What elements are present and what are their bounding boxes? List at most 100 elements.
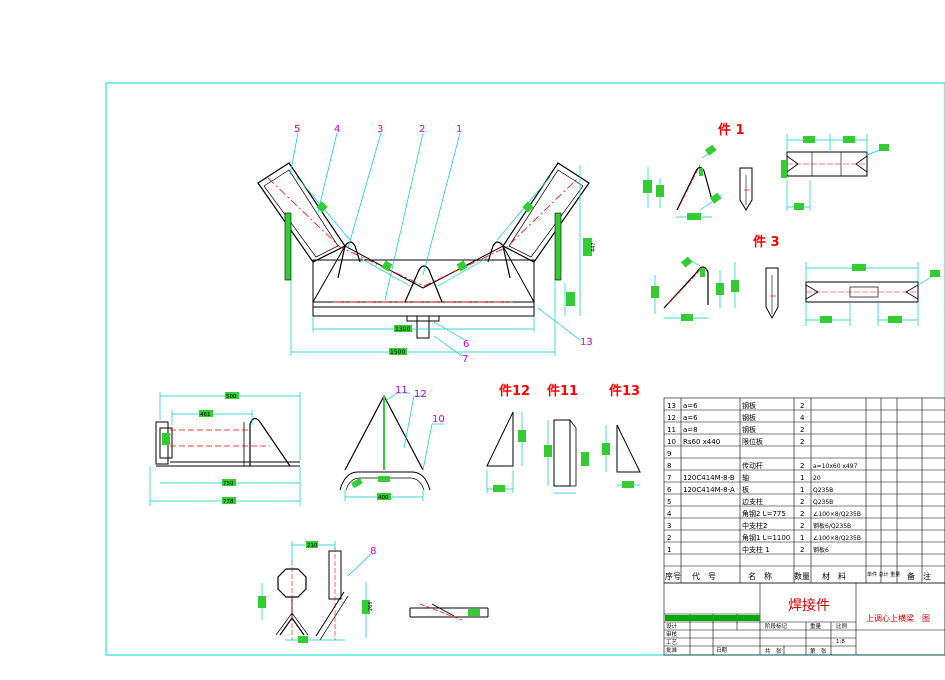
assembly-name: 上调心上横梁 图 <box>866 613 930 623</box>
bom-cell-no: 13 <box>667 402 676 410</box>
balloon-8: 8 <box>370 546 376 557</box>
bom-cell-qty: 2 <box>800 498 804 506</box>
label-jian3: 件 3 <box>753 234 780 250</box>
right-wing-outer <box>502 162 590 263</box>
bom-cell-qty: 1 <box>800 534 804 542</box>
plates-12-11-13 <box>486 411 641 494</box>
bom-cell-no: 7 <box>667 474 671 482</box>
dim-main-2: 1500 <box>390 349 405 356</box>
dim-side-top: 500 <box>226 394 237 400</box>
tb-sheet-no: 第 张 <box>810 647 827 655</box>
part1-views <box>643 134 891 220</box>
label-jian1: 件 1 <box>718 122 745 138</box>
middle-view: 400 11 12 10 <box>339 385 445 501</box>
bom-h-name: 名 称 <box>748 571 772 581</box>
part3-views <box>651 256 940 326</box>
bom-cell-qty: 2 <box>800 522 804 530</box>
bom-cell-no: 10 <box>667 438 676 446</box>
roller-bracket-view: 210 265 8 <box>258 541 376 643</box>
balloon-2: 2 <box>419 124 425 135</box>
bom-cell-qty: 2 <box>800 510 804 518</box>
bom-cell-code: a=6 <box>683 402 698 410</box>
left-post <box>284 212 292 281</box>
roller-octagon <box>277 568 307 598</box>
bom-h-qty: 数量 <box>794 571 810 581</box>
tb-design: 设计 <box>666 622 678 630</box>
main-assembly-view: 1300 1500 447 5 4 3 2 1 6 7 <box>257 124 597 365</box>
bom-cell-qty: 2 <box>800 546 804 554</box>
bom-cell-name: 轴 <box>742 473 749 482</box>
balloon-11: 11 <box>395 385 408 396</box>
bom-cell-qty: 2 <box>800 402 804 410</box>
balloon-7: 7 <box>462 354 468 365</box>
bom-h-note: 备 注 <box>907 571 931 581</box>
label-jian13: 件13 <box>609 383 640 399</box>
bom-cell-name: 传动杆 <box>742 461 763 470</box>
bom-cell-no: 11 <box>667 426 676 434</box>
dim-side-b2: 778 <box>223 499 234 505</box>
bom-cell-material: a=10x60 x497 <box>813 463 858 470</box>
tb-stage: 阶段标记 <box>765 622 788 630</box>
balloon-4: 4 <box>334 124 340 135</box>
bom-cell-material: Q235B <box>813 487 833 494</box>
bom-cell-no: 12 <box>667 414 676 422</box>
bom-cell-qty: 2 <box>800 426 804 434</box>
bom-cell-qty: 1 <box>800 486 804 494</box>
bom-h-no: 序号 <box>665 571 681 581</box>
tb-sheets: 共 张 <box>765 647 782 655</box>
label-jian12: 件12 <box>499 383 530 399</box>
bom-cell-code: a=8 <box>683 426 698 434</box>
bom-cell-name: 钢板 <box>742 425 756 434</box>
bom-cell-qty: 2 <box>800 438 804 446</box>
drawing-frame <box>105 82 945 656</box>
left-wing-outer <box>257 162 346 263</box>
trough-right <box>422 245 535 303</box>
balloon-3: 3 <box>377 124 383 135</box>
bom-cell-qty: 2 <box>800 462 804 470</box>
tb-review: 审核 <box>666 630 678 638</box>
bom-cell-name: 限位板 <box>742 437 763 446</box>
balloon-10: 10 <box>432 414 445 425</box>
balloon-5: 5 <box>294 124 300 135</box>
bom-cell-material: 钢板6 <box>813 546 829 554</box>
bom-cell-name: 角钢1 L=1100 <box>742 533 790 542</box>
bom-cell-material: 钢板6/Q235B <box>813 522 851 530</box>
tb-weight: 重量 <box>810 622 822 630</box>
bom-header: 序号 代 号 名 称 数量 材 料 单件 总计 重量 备 注 <box>665 571 931 581</box>
bom-cell-qty: 4 <box>800 414 805 422</box>
dim-small-top: 210 <box>307 543 318 549</box>
side-view: 500 461 750 778 <box>149 392 301 506</box>
right-post <box>554 212 562 281</box>
drawing-title: 焊接件 <box>788 597 830 614</box>
balloon-13: 13 <box>580 337 593 348</box>
label-jian11: 件11 <box>547 383 578 399</box>
bom-table <box>663 397 945 584</box>
bom-h-code: 代 号 <box>692 571 716 581</box>
tb-date: 日期 <box>716 647 728 654</box>
center-line-main <box>267 177 579 287</box>
bom-cell-qty: 1 <box>800 474 804 482</box>
bom-cell-name: 板 <box>742 485 749 494</box>
tb-scale: 1:8 <box>836 639 845 645</box>
tb-approve: 批准 <box>666 646 678 654</box>
bom-cell-name: 中支柱 1 <box>742 545 770 554</box>
bom-cell-no: 9 <box>667 450 671 458</box>
bom-cell-name: 角钢2 L=775 <box>742 509 786 518</box>
bom-cell-code: 120C414M-8-B <box>683 474 735 482</box>
center-shaft <box>416 315 430 339</box>
bom-cell-no: 1 <box>667 546 671 554</box>
bom-cell-material: Q235B <box>813 499 833 506</box>
dim-mid-bottom: 400 <box>378 495 389 501</box>
bom-cell-material: ∠100×8/Q235B <box>813 535 861 542</box>
dim-small-h: 265 <box>368 601 374 611</box>
bom-cell-no: 6 <box>667 486 672 494</box>
bom-cell-name: 钢板 <box>742 401 756 410</box>
bom-cell-code: 120C414M-8-A <box>683 486 735 494</box>
bom-cell-material: ∠100×8/Q235B <box>813 511 861 518</box>
bom-cell-no: 4 <box>667 510 672 518</box>
tb-process: 工艺 <box>666 639 678 646</box>
dim-main-1: 1300 <box>395 326 410 333</box>
bom-cell-no: 2 <box>667 534 671 542</box>
